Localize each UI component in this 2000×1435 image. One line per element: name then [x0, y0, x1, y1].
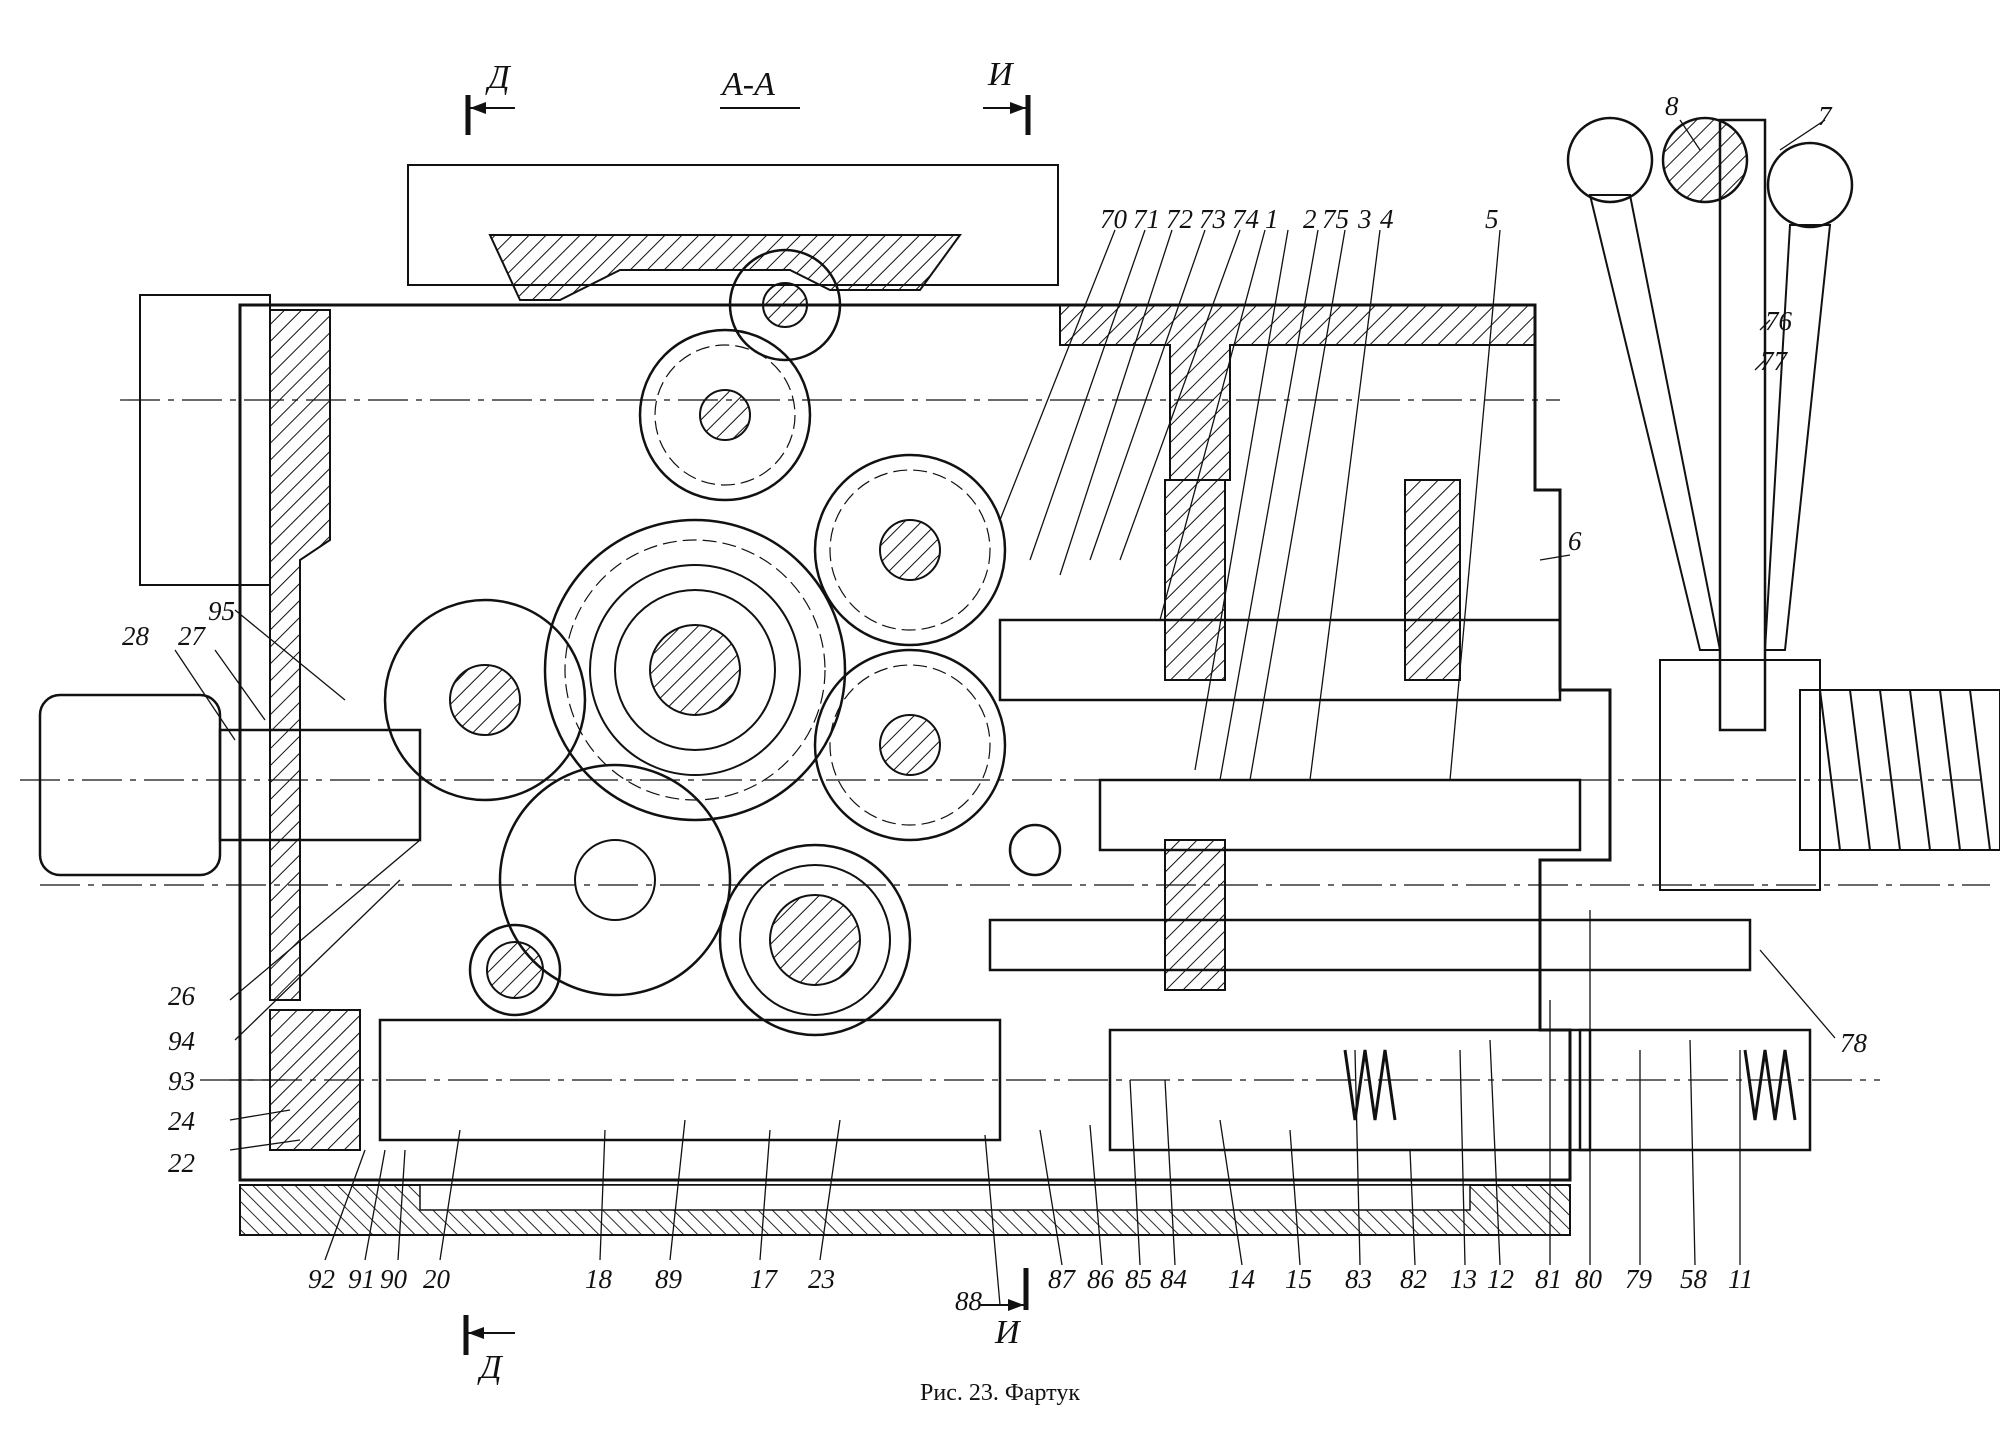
- callout-72: 72: [1166, 204, 1193, 234]
- callout-94: 94: [168, 1026, 195, 1056]
- callout-23: 23: [808, 1264, 835, 1294]
- callout-14: 14: [1228, 1264, 1255, 1294]
- callout-28: 28: [122, 621, 150, 651]
- section-mark-bottom-left: Д: [463, 1315, 515, 1386]
- callout-91: 91: [348, 1264, 375, 1294]
- section-mark-top-left: Д: [465, 59, 515, 135]
- callout-4: 4: [1380, 204, 1394, 234]
- callout-73: 73: [1199, 204, 1226, 234]
- callout-18: 18: [585, 1264, 613, 1294]
- callouts-left: 95 28 27 26 94 93 24 22: [122, 596, 235, 1178]
- callout-78: 78: [1840, 1028, 1868, 1058]
- callout-1: 1: [1265, 204, 1279, 234]
- cut-label-bottom-left: Д: [477, 1349, 504, 1386]
- callout-7: 7: [1818, 101, 1833, 131]
- gear-train: [383, 248, 1062, 1037]
- callout-95: 95: [208, 596, 235, 626]
- callout-82: 82: [1400, 1264, 1427, 1294]
- callout-75: 75: [1322, 204, 1349, 234]
- callout-79: 79: [1625, 1264, 1653, 1294]
- section-title: А-А: [720, 66, 800, 109]
- callout-84: 84: [1160, 1264, 1187, 1294]
- apron-housing: [20, 164, 1990, 1236]
- callout-74: 74: [1232, 204, 1259, 234]
- callout-26: 26: [168, 981, 196, 1011]
- callout-90: 90: [380, 1264, 408, 1294]
- callout-13: 13: [1450, 1264, 1477, 1294]
- callout-93: 93: [168, 1066, 195, 1096]
- figure-caption: Рис. 23. Фартук: [920, 1380, 1080, 1406]
- shafts: [38, 618, 2000, 1152]
- callout-8: 8: [1665, 91, 1679, 121]
- callout-71: 71: [1133, 204, 1160, 234]
- callout-15: 15: [1285, 1264, 1312, 1294]
- callout-5: 5: [1485, 204, 1499, 234]
- cut-label-bottom-right: И: [994, 1314, 1022, 1351]
- callout-17: 17: [750, 1264, 779, 1294]
- callout-88: 88: [955, 1286, 983, 1316]
- callout-81: 81: [1535, 1264, 1562, 1294]
- section-mark-bottom-right: И: [980, 1268, 1029, 1351]
- callout-22: 22: [168, 1148, 195, 1178]
- callouts-right: 78: [1840, 1028, 1868, 1058]
- callouts-bottom: 92 91 90 20 18 89 17 23 88 87 86 85 84 1…: [308, 1264, 1753, 1316]
- control-levers: [1566, 116, 1854, 891]
- callout-76: 76: [1765, 306, 1793, 336]
- callout-87: 87: [1048, 1264, 1077, 1294]
- callout-20: 20: [423, 1264, 451, 1294]
- callout-86: 86: [1087, 1264, 1115, 1294]
- callout-11: 11: [1728, 1264, 1753, 1294]
- callout-58: 58: [1680, 1264, 1708, 1294]
- callout-77: 77: [1760, 346, 1789, 376]
- callout-83: 83: [1345, 1264, 1372, 1294]
- callout-80: 80: [1575, 1264, 1603, 1294]
- callout-70: 70: [1100, 204, 1128, 234]
- callout-24: 24: [168, 1106, 195, 1136]
- callout-3: 3: [1357, 204, 1372, 234]
- cut-label-top-left: Д: [485, 59, 512, 96]
- callout-92: 92: [308, 1264, 335, 1294]
- callout-12: 12: [1487, 1264, 1514, 1294]
- cut-label-top-right: И: [987, 56, 1015, 93]
- callout-2: 2: [1303, 204, 1317, 234]
- section-mark-top-right: И: [983, 56, 1031, 135]
- callout-27: 27: [178, 621, 207, 651]
- callout-85: 85: [1125, 1264, 1152, 1294]
- leader-lines: [174, 119, 1836, 1306]
- section-title-text: А-А: [720, 66, 775, 103]
- callout-6: 6: [1568, 526, 1582, 556]
- callout-89: 89: [655, 1264, 683, 1294]
- callouts-top: 70 71 72 73 74 1 2 75 3 4 5 8 7 6 76 77: [1100, 91, 1833, 556]
